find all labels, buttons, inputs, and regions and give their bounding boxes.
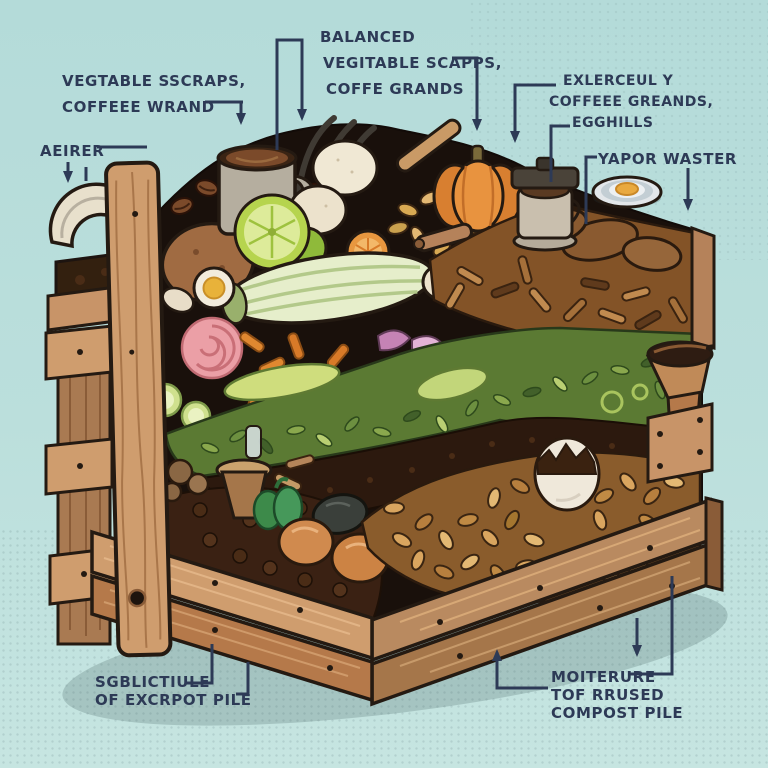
annotation-arrows: [63, 38, 693, 696]
label-moisture: MOITERURE TOF RRUSED COMPOST PILE: [551, 668, 684, 722]
structure-elbow-2: [236, 662, 250, 696]
excess-arrow: [510, 83, 556, 143]
coffee-canister: [510, 156, 581, 252]
label-vapor-waste: YAPOR WASTER: [598, 150, 738, 168]
right-corner-structures: [645, 225, 716, 484]
label-vegetable-scraps: VEGTABLE SSCRAPS, COFFEEE WRAND: [62, 72, 246, 116]
balanced-arrow: [452, 56, 482, 131]
lime: [233, 193, 328, 271]
structure-elbow: [186, 644, 214, 685]
label-aerer: AEIRER: [40, 142, 105, 160]
label-excess-coffee: EXLERCEUL Y COFFEEE GREANDS, EGGHILLS: [549, 73, 714, 131]
pale-chile: [223, 362, 341, 402]
plate-with-egg: [591, 175, 663, 209]
tall-wooden-post: [104, 160, 173, 658]
wooden-handle: [395, 118, 462, 173]
eggshells-bracket: [549, 124, 570, 182]
green-pepper: [252, 477, 304, 531]
moisture-elbow: [628, 576, 674, 676]
vapor-bracket: [584, 155, 597, 224]
glass-shaker: [245, 425, 262, 459]
moisture-left-elbow: [492, 649, 548, 690]
label-structure: SGBLICTIULE OF EXCRPOT PILE: [95, 673, 252, 709]
mug-elbow-arrow: [275, 38, 307, 150]
label-balanced-mix: BALANCED VEGITABLE SCAPPS, COFFE GRANDS: [320, 28, 502, 98]
cracked-eggshell: [533, 436, 601, 512]
